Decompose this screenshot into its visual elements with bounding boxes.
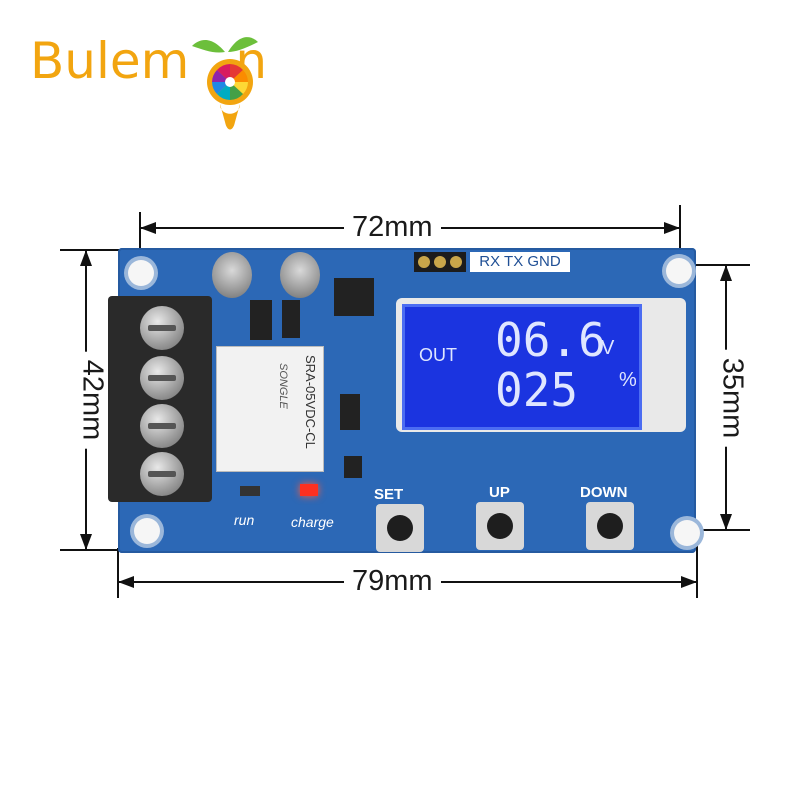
relay: SRA-05VDC-CL SONGLE [216,346,324,472]
capacitor [280,252,320,298]
charge-led [300,484,318,496]
set-button[interactable] [376,504,424,552]
relay-model: SRA-05VDC-CL [303,355,318,449]
up-button[interactable] [476,502,524,550]
transistor [344,456,362,478]
lcd-display: OUT 06.6 V 025 % [402,304,642,430]
ic-chip [334,278,374,316]
terminal-screw [140,452,184,496]
dimension-right-height: 35mm [716,349,749,447]
up-button-label: UP [489,484,510,501]
lcd-percent-value: 025 [495,363,579,417]
dimension-bottom-width: 79mm [344,565,441,597]
lcd-out-label: OUT [419,345,457,365]
diode [250,300,272,340]
mounting-hole [674,520,700,546]
silk-charge-label: charge [291,514,334,530]
mounting-hole [134,518,160,544]
dimension-left-height: 42mm [76,351,109,449]
terminal-screw [140,306,184,350]
brand-text-before: Bulem [30,32,190,90]
lcd-voltage-unit: V [601,337,615,359]
resistor [282,300,300,338]
lemon-icon [192,37,258,130]
terminal-screw [140,356,184,400]
dimension-top-width: 72mm [344,211,441,243]
capacitor [212,252,252,298]
run-led [240,486,260,496]
down-button-label: DOWN [580,484,628,501]
screw-terminal-block [108,296,212,502]
diode [340,394,360,430]
lcd-percent-unit: % [619,369,637,391]
lcd-voltage-value: 06.6 [495,313,606,367]
silk-run-label: run [234,512,255,528]
mounting-hole [128,260,154,286]
relay-brand: SONGLE [277,363,289,409]
uart-header-label: RX TX GND [470,252,570,272]
terminal-screw [140,404,184,448]
set-button-label: SET [374,486,404,503]
uart-header [414,252,466,272]
down-button[interactable] [586,502,634,550]
mounting-hole [666,258,692,284]
